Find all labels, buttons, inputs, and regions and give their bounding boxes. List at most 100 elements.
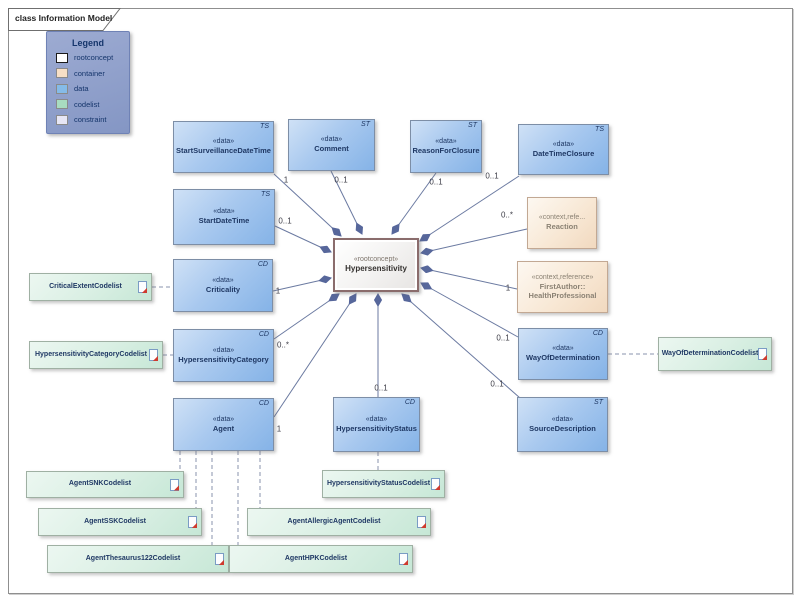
- node-body: «context,reference»FirstAuthor:: HealthP…: [518, 262, 607, 312]
- node-criticality[interactable]: CD«data»Criticality: [173, 259, 273, 312]
- stereotype-label: «context,reference»: [531, 273, 594, 281]
- multiplicity-label: 1: [505, 283, 511, 293]
- stereotype-label: «data»: [212, 415, 235, 423]
- node-name-label: Comment: [314, 144, 349, 154]
- node-name-label: WayOfDetermination: [526, 353, 600, 363]
- legend-title: Legend: [71, 38, 104, 48]
- node-name-label: SourceDescription: [529, 423, 596, 433]
- document-icon: [188, 516, 197, 528]
- legend-label: codelist: [74, 99, 100, 109]
- node-agent-hpk-codelist[interactable]: AgentHPKCodelist: [229, 545, 413, 573]
- stereotype-label: «data»: [552, 345, 574, 353]
- node-body: AgentSSKCodelist: [39, 509, 201, 535]
- node-start-surveillance-date-time[interactable]: TS«data»StartSurveillanceDateTime: [173, 121, 274, 173]
- multiplicity-label: 0..1: [374, 383, 388, 393]
- document-icon: [417, 516, 426, 528]
- legend-item-container: container: [56, 68, 129, 79]
- datatype-tag: CD: [404, 399, 415, 406]
- node-comment[interactable]: ST«data»Comment: [288, 119, 375, 171]
- node-body: AgentThesaurus122Codelist: [48, 546, 228, 572]
- node-reason-for-closure[interactable]: ST«data»ReasonForClosure: [410, 120, 482, 173]
- node-hypersensitivity[interactable]: «rootconcept»Hypersensitivity: [333, 238, 419, 292]
- node-critical-extent-codelist[interactable]: CriticalExtentCodelist: [29, 273, 152, 301]
- node-name-label: HypersensitivityStatusCodelist: [326, 479, 431, 487]
- legend-item-constraint: constraint: [56, 114, 129, 125]
- node-date-time-closure[interactable]: TS«data»DateTimeClosure: [518, 124, 609, 175]
- stereotype-label: «data»: [212, 346, 235, 354]
- multiplicity-label: 1: [275, 286, 281, 296]
- node-body: «data»HypersensitivityStatus: [334, 398, 419, 451]
- node-name-label: AgentThesaurus122Codelist: [85, 554, 181, 562]
- multiplicity-label: 0..1: [496, 333, 510, 343]
- datatype-tag: ST: [361, 121, 370, 128]
- node-name-label: HypersensitivityCategory: [178, 354, 269, 364]
- node-body: «rootconcept»Hypersensitivity: [335, 240, 417, 290]
- node-body: «data»StartSurveillanceDateTime: [174, 122, 273, 172]
- legend-label: rootconcept: [74, 53, 114, 62]
- multiplicity-label: 0..1: [490, 379, 504, 389]
- node-way-of-determination[interactable]: CD«data»WayOfDetermination: [518, 328, 608, 380]
- multiplicity-label: 0..*: [276, 340, 290, 350]
- node-body: «data»WayOfDetermination: [519, 329, 607, 379]
- legend-swatch-rootconcept: [56, 52, 68, 63]
- node-reaction[interactable]: «context,refe...Reaction: [527, 197, 597, 249]
- legend-swatch-codelist: [56, 99, 68, 109]
- node-name-label: WayOfDeterminationCodelist: [661, 349, 759, 357]
- stereotype-label: «context,refe...: [538, 214, 586, 222]
- node-agent-allergic-agent-codelist[interactable]: AgentAllergicAgentCodelist: [247, 508, 431, 536]
- node-body: WayOfDeterminationCodelist: [659, 338, 771, 370]
- node-agent[interactable]: CD«data»Agent: [173, 398, 274, 451]
- multiplicity-label: 1: [283, 175, 289, 185]
- node-hypersensitivity-status-codelist[interactable]: HypersensitivityStatusCodelist: [322, 470, 445, 498]
- datatype-tag: TS: [260, 123, 269, 130]
- node-name-label: AgentAllergicAgentCodelist: [287, 517, 381, 525]
- stereotype-label: «data»: [365, 415, 388, 423]
- node-name-label: AgentSSKCodelist: [84, 517, 146, 525]
- node-hypersensitivity-category-codelist[interactable]: HypersensitivityCategoryCodelist: [29, 341, 163, 369]
- stereotype-label: «data»: [212, 138, 235, 146]
- document-icon: [170, 478, 179, 491]
- legend-label: constraint: [74, 115, 107, 124]
- node-name-label: FirstAuthor:: HealthProfessional: [528, 281, 597, 300]
- node-body: «data»SourceDescription: [518, 398, 607, 451]
- multiplicity-label: 0..*: [500, 210, 514, 220]
- node-body: «data»StartDateTime: [174, 190, 274, 244]
- stereotype-label: «data»: [212, 276, 234, 284]
- node-body: «data»Comment: [289, 120, 374, 170]
- node-agent-ssk-codelist[interactable]: AgentSSKCodelist: [38, 508, 202, 536]
- node-name-label: DateTimeClosure: [532, 148, 595, 158]
- node-agent-snk-codelist[interactable]: AgentSNKCodelist: [26, 471, 184, 498]
- datatype-tag: CD: [258, 400, 269, 407]
- multiplicity-label: 0..1: [429, 177, 443, 187]
- node-first-author-health-professional[interactable]: «context,reference»FirstAuthor:: HealthP…: [517, 261, 608, 313]
- diagram-title-tab: class Information Model: [8, 8, 122, 32]
- datatype-tag: CD: [257, 261, 268, 268]
- document-icon: [431, 478, 440, 490]
- stereotype-label: «data»: [552, 140, 575, 148]
- node-agent-thesaurus122-codelist[interactable]: AgentThesaurus122Codelist: [47, 545, 229, 573]
- datatype-tag: TS: [261, 191, 270, 198]
- datatype-tag: CD: [258, 331, 269, 338]
- node-hypersensitivity-status[interactable]: CD«data»HypersensitivityStatus: [333, 397, 420, 452]
- node-way-of-determination-codelist[interactable]: WayOfDeterminationCodelist: [658, 337, 772, 371]
- datatype-tag: ST: [468, 122, 477, 129]
- node-body: AgentHPKCodelist: [230, 546, 412, 572]
- multiplicity-label: 1: [276, 424, 282, 434]
- legend-swatch-data: [56, 83, 68, 94]
- legend-label: container: [74, 68, 105, 78]
- node-source-description[interactable]: ST«data»SourceDescription: [517, 397, 608, 452]
- node-body: «data»ReasonForClosure: [411, 121, 481, 172]
- node-hypersensitivity-category[interactable]: CD«data»HypersensitivityCategory: [173, 329, 274, 382]
- node-body: HypersensitivityStatusCodelist: [323, 471, 444, 497]
- datatype-tag: ST: [594, 399, 603, 406]
- datatype-tag: TS: [595, 126, 604, 133]
- node-body: «data»HypersensitivityCategory: [174, 330, 273, 381]
- title-tab-outline: [8, 8, 122, 31]
- document-icon: [138, 281, 147, 293]
- node-start-date-time[interactable]: TS«data»StartDateTime: [173, 189, 275, 245]
- multiplicity-label: 0..1: [334, 175, 348, 185]
- node-body: «data»DateTimeClosure: [519, 125, 608, 174]
- node-body: «context,refe...Reaction: [528, 198, 596, 248]
- document-icon: [758, 348, 767, 360]
